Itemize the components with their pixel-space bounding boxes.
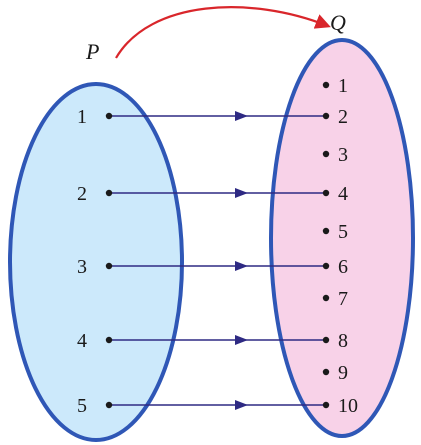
- set-q-element-label: 5: [338, 221, 348, 243]
- set-q-element-label: 8: [338, 330, 348, 352]
- set-q-element-dot: [322, 150, 330, 158]
- set-q-element-label: 6: [338, 256, 348, 278]
- set-q-element-dot: [322, 401, 330, 409]
- set-p-element-label: 4: [77, 330, 87, 352]
- set-p-element-dot: [105, 189, 113, 197]
- set-p-element-label: 3: [77, 256, 87, 278]
- set-p-element-label: 2: [77, 183, 87, 205]
- set-q-element-dot: [322, 336, 330, 344]
- set-q-element-dot: [322, 368, 330, 376]
- set-q-element-dot: [322, 112, 330, 120]
- set-q-elements: 1 2 3 4 5 6 7 8 9 10: [322, 75, 358, 417]
- set-p-element-dot: [105, 336, 113, 344]
- mapping-arrowhead: [235, 400, 248, 410]
- set-q-ellipse: [269, 38, 415, 438]
- set-p-element-label: 5: [77, 395, 87, 417]
- set-q-element-dot: [322, 81, 330, 89]
- set-q-element-label: 9: [338, 362, 348, 384]
- set-p-ellipse: [8, 82, 184, 442]
- set-p-element-dot: [105, 401, 113, 409]
- mapping-arrowhead: [235, 188, 248, 198]
- set-q-label: Q: [330, 10, 346, 35]
- mapping-arrows: [109, 111, 326, 410]
- set-q-element-dot: [322, 262, 330, 270]
- mapping-arrowhead: [235, 335, 248, 345]
- set-p-elements: 1 2 3 4 5: [77, 106, 113, 417]
- set-p-element-dot: [105, 262, 113, 270]
- set-q-element-dot: [322, 227, 330, 235]
- set-q-element-label: 7: [338, 288, 348, 310]
- set-q-element-dot: [322, 189, 330, 197]
- mapping-arrowhead: [235, 111, 248, 121]
- set-p-element-dot: [105, 112, 113, 120]
- set-q-element-label: 10: [338, 395, 358, 417]
- set-p-label: P: [85, 39, 99, 64]
- set-q-element-label: 1: [338, 75, 348, 97]
- mapping-arrowhead: [235, 261, 248, 271]
- set-q-element-label: 3: [338, 144, 348, 166]
- curved-mapping-arrow: [115, 6, 331, 59]
- set-p-element-label: 1: [77, 106, 87, 128]
- set-q-element-dot: [322, 294, 330, 302]
- set-q-element-label: 2: [338, 106, 348, 128]
- set-q-element-label: 4: [338, 183, 348, 205]
